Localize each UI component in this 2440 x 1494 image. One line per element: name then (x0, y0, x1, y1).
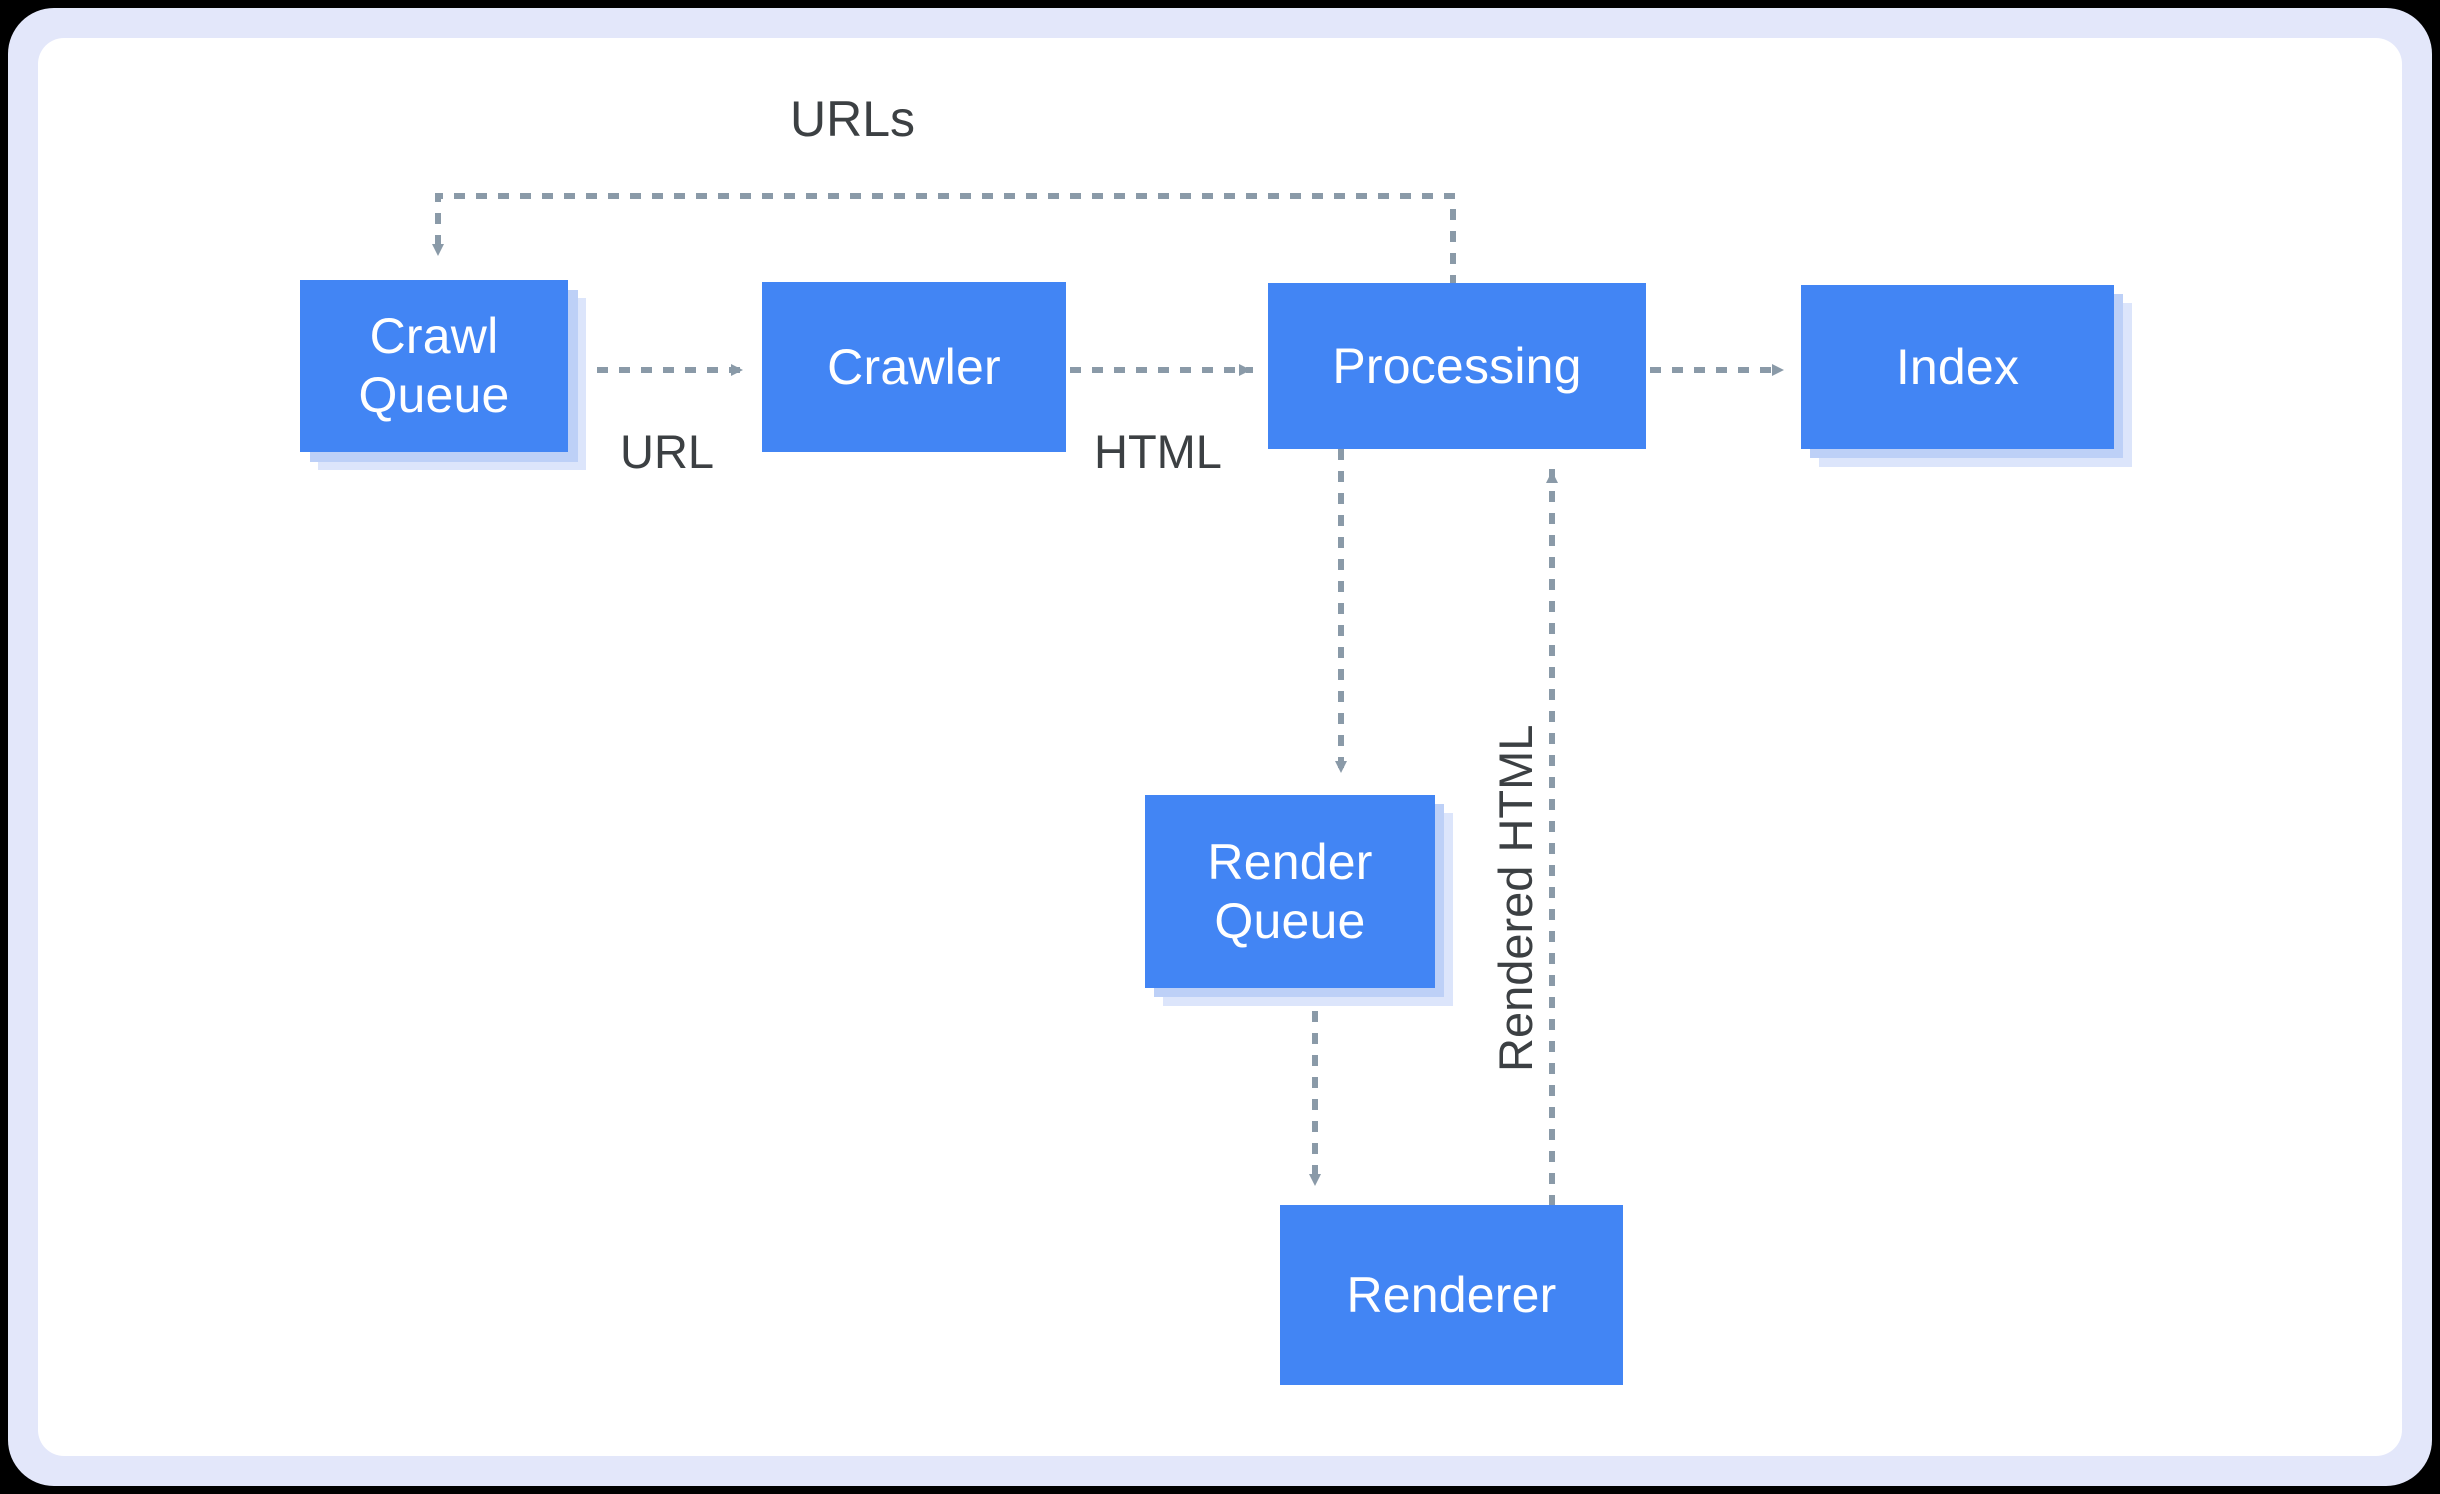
node-processing[interactable]: Processing (1268, 283, 1646, 449)
node-renderer-label: Renderer (1346, 1266, 1557, 1323)
node-render-queue-label-line2: Queue (1214, 892, 1366, 949)
node-renderer[interactable]: Renderer (1280, 1205, 1623, 1385)
node-render-queue[interactable]: Render Queue (1145, 795, 1435, 988)
node-crawl-queue[interactable]: Crawl Queue (300, 280, 568, 452)
node-index[interactable]: Index (1801, 285, 2114, 449)
node-processing-label: Processing (1332, 337, 1582, 394)
node-render-queue-label-line1: Render (1207, 833, 1373, 890)
node-crawler-label: Crawler (827, 338, 1001, 395)
edge-label-url: URL (620, 425, 715, 478)
node-index-label: Index (1895, 338, 2020, 395)
node-crawler[interactable]: Crawler (762, 282, 1066, 452)
edge-label-rendered-html: Rendered HTML (1489, 724, 1542, 1072)
node-crawl-queue-label-line2: Queue (358, 367, 510, 423)
node-crawl-queue-label-line1: Crawl (369, 308, 499, 364)
diagram-canvas (38, 38, 2402, 1456)
edge-label-html: HTML (1094, 425, 1222, 478)
edge-label-urls: URLs (790, 91, 916, 147)
